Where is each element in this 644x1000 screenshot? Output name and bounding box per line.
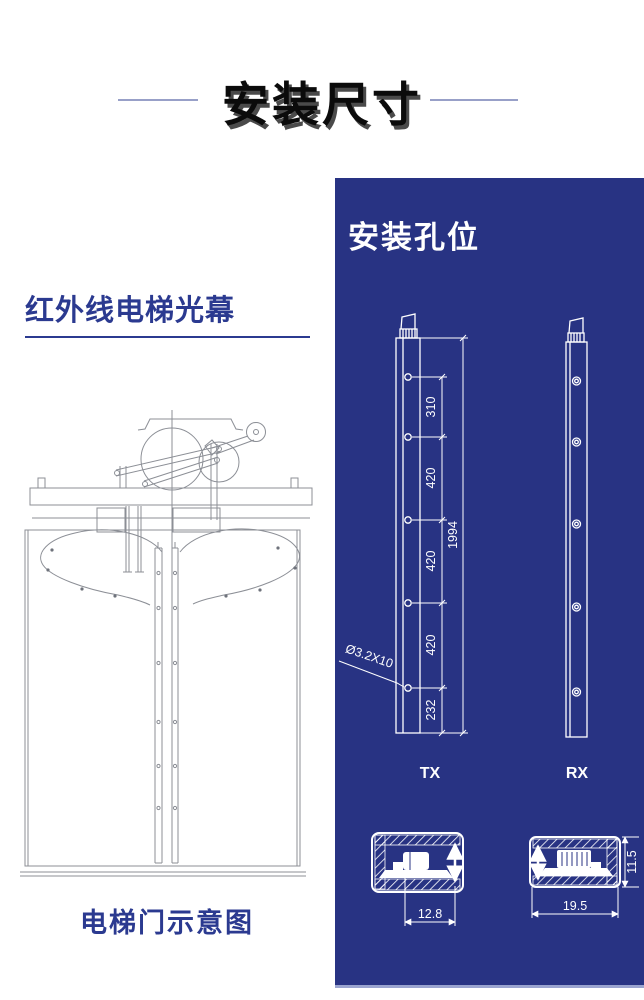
- door-hanger-plates: [96, 507, 221, 533]
- product-heading: 红外线电梯光幕: [25, 295, 236, 327]
- door-linkage-bars: [114, 445, 222, 488]
- tx-connector: [399, 313, 418, 339]
- tx-label: TX: [420, 765, 441, 782]
- dim-seg-232: 232: [424, 700, 438, 721]
- door-sill: [20, 865, 306, 877]
- mounting-panel: 安装孔位: [335, 178, 644, 988]
- door-drawing-lines: [20, 410, 313, 877]
- tx-mounting-holes: [404, 373, 412, 692]
- door-caption: 电梯门示意图: [80, 908, 254, 938]
- linkage-posts: [119, 444, 218, 520]
- rx-bar-body: [565, 341, 588, 738]
- dim-seg-420c: 420: [424, 635, 438, 656]
- dim-right-height: 11.5: [625, 850, 639, 873]
- rx-mounting-holes: [571, 376, 582, 697]
- rx-bar-drawing: [565, 317, 588, 738]
- tx-section-pcb: [379, 852, 453, 878]
- light-curtain-strips: [154, 542, 179, 864]
- hole-spec-label: Ø3.2X10: [344, 642, 395, 671]
- motor-mount-plate: [137, 418, 244, 431]
- rx-cross-section: [529, 836, 639, 918]
- title-divider-right: [430, 99, 518, 101]
- page-title: 安装尺寸: [222, 78, 422, 131]
- tx-dimension-lines: [438, 334, 467, 737]
- title-divider-left: [118, 99, 198, 101]
- rx-component-ribs: [561, 852, 588, 866]
- mounting-holes-drawing: 310 420 420 420 232 1994 Ø3.2X10 TX: [338, 313, 639, 926]
- tx-section-walls: [374, 834, 461, 891]
- tx-extension-lines: [412, 337, 468, 734]
- dim-seg-420b: 420: [424, 551, 438, 572]
- door-header-rail: [29, 477, 313, 519]
- rx-section-pcb: [539, 850, 613, 876]
- hole-spec-leader: [338, 660, 405, 688]
- tx-cross-section: [371, 832, 464, 926]
- rx-width-dim: [531, 887, 619, 918]
- curtain-cables: [40, 528, 300, 606]
- cable-fixing-dots: [46, 546, 297, 598]
- dim-left-width: 12.8: [418, 907, 442, 921]
- dim-seg-310: 310: [424, 397, 438, 418]
- rx-connector: [567, 317, 585, 343]
- heading-underline: [25, 336, 310, 338]
- tx-width-dim: [404, 878, 456, 926]
- rx-label: RX: [566, 765, 589, 782]
- rx-height-dim: [621, 836, 639, 888]
- door-vanes: [123, 506, 144, 573]
- dim-right-width: 19.5: [563, 899, 587, 913]
- elevator-door-diagram: [20, 410, 313, 877]
- panel-title: 安装孔位: [348, 220, 480, 255]
- dim-total-1994: 1994: [446, 521, 460, 549]
- tx-bar-drawing: [338, 313, 468, 737]
- tx-bar-body: [395, 337, 421, 734]
- door-drive-pulleys: [140, 422, 266, 491]
- dim-seg-420a: 420: [424, 468, 438, 489]
